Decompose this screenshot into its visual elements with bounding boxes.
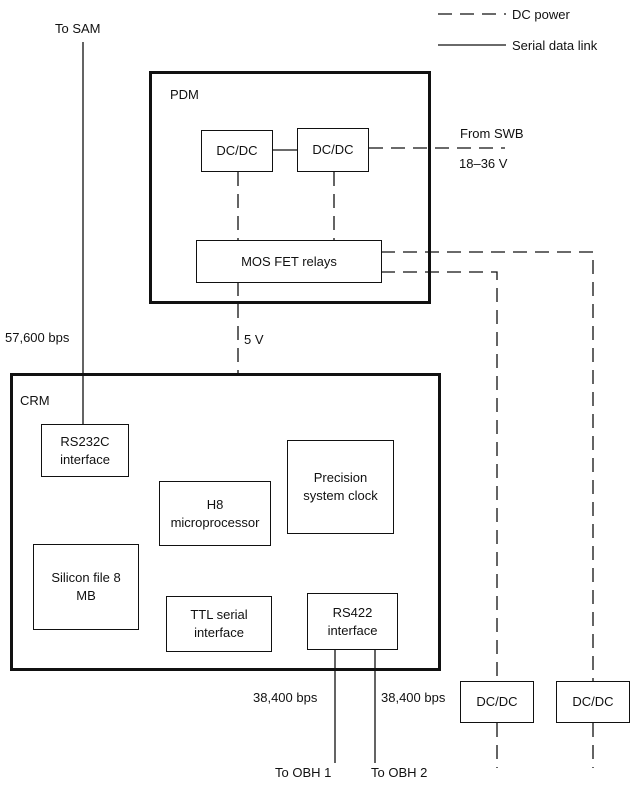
voltage-range-label: 18–36 V [459, 156, 508, 171]
to-obh2-label: To OBH 2 [371, 765, 428, 780]
pdm-dcdc-left-box [201, 130, 273, 172]
sam-link-rate-label: 57,600 bps [5, 330, 70, 345]
external-dcdc-a-label: DC/DC [476, 694, 518, 709]
rs422-interface-label: RS422 interface [327, 604, 378, 638]
to-obh1-label: To OBH 1 [275, 765, 332, 780]
pdm-title: PDM [170, 87, 199, 102]
precision-clock-label: Precision system clock [303, 470, 378, 503]
five-volt-label: 5 V [244, 332, 264, 347]
from-swb-label: From SWB [460, 126, 524, 141]
external-dcdc-b-label: DC/DC [572, 694, 614, 709]
external-dcdc-b-box [556, 681, 630, 723]
precision-clock-box [287, 440, 394, 534]
pdm-dcdc-left-label: DC/DC [216, 143, 258, 158]
power-relays-to-dcdc-b [381, 251, 594, 681]
external-dcdc-a-box [460, 681, 534, 723]
obh2-link-rate-label: 38,400 bps [381, 690, 446, 705]
pdm-module [149, 71, 431, 304]
silicon-file-label: Silicon file 8 MB [51, 570, 121, 603]
pdm-dcdc-right-label: DC/DC [312, 142, 354, 157]
pdm-dcdc-right-box [297, 128, 369, 172]
rs232c-interface-label: RS232C interface [60, 433, 110, 467]
legend-dc-power-label: DC power [512, 7, 570, 22]
legend-serial-link-label: Serial data link [512, 38, 598, 53]
ttl-serial-interface-label: TTL serial interface [190, 607, 248, 640]
crm-title: CRM [20, 393, 50, 408]
mos-fet-relays-label: MOS FET relays [241, 253, 337, 269]
obh1-link-rate-label: 38,400 bps [253, 690, 318, 705]
mos-fet-relays-box [196, 240, 382, 283]
rs422-interface-box [307, 593, 398, 650]
ttl-serial-interface-box [166, 596, 272, 652]
to-sam-label: To SAM [55, 21, 101, 36]
h8-microprocessor-box [159, 481, 271, 546]
power-relays-to-dcdc-a [381, 271, 498, 681]
rs232c-interface-box [41, 424, 129, 477]
crm-module [10, 373, 441, 671]
silicon-file-box [33, 544, 139, 630]
h8-microprocessor-label: H8 microprocessor [170, 496, 260, 530]
